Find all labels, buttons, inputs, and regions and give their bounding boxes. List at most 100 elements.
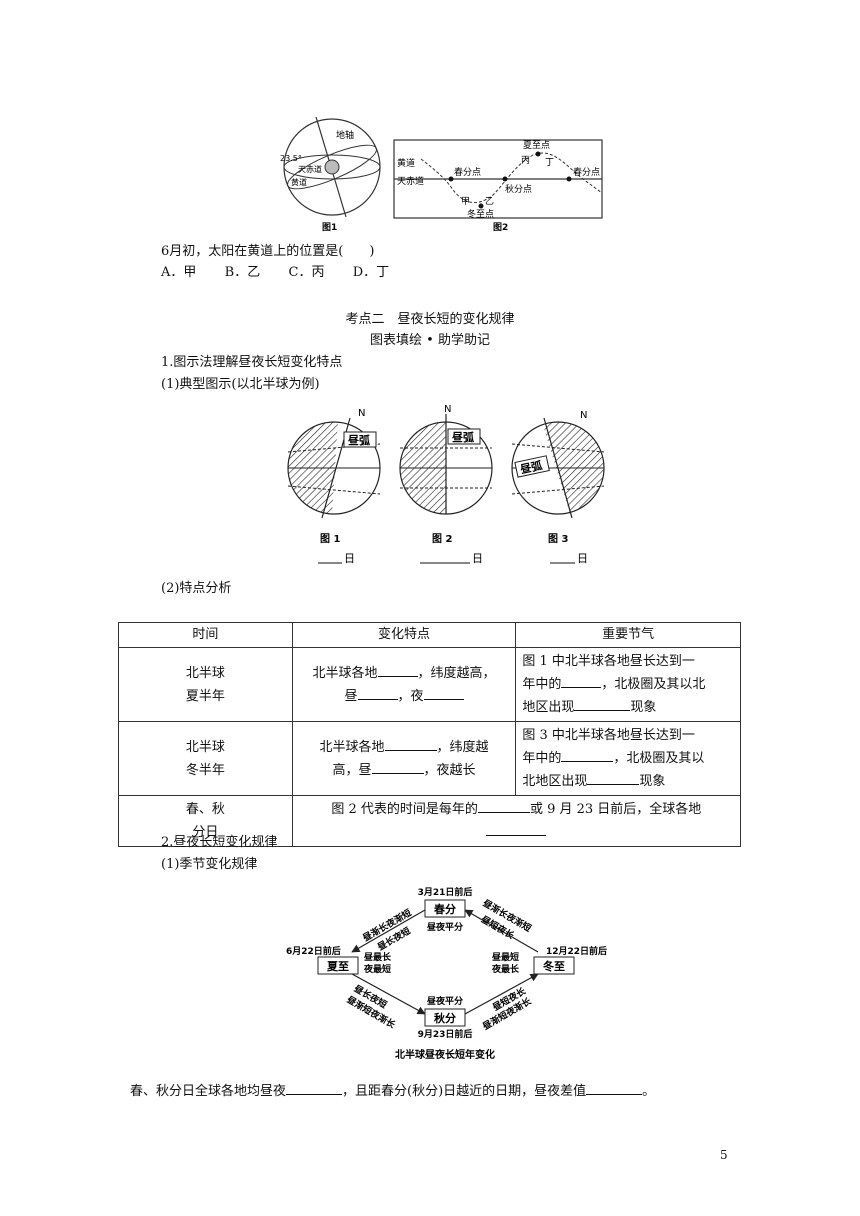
graph-ding: 丁 bbox=[545, 158, 554, 168]
graph-jia: 甲 bbox=[461, 196, 470, 207]
blank[interactable] bbox=[477, 798, 530, 813]
table-row: 春、秋分日 图 2 代表的时间是每年的 或 9 月 23 日前后，全球各地 bbox=[118, 795, 742, 847]
globe3-day: 日 bbox=[577, 552, 588, 565]
autumn-node: 秋分 bbox=[434, 1011, 456, 1025]
figure-season-cycle: 3月21日前后 春分 昼夜平分 6月22日前后 夏至 昼最长 夜最短 12月22… bbox=[286, 886, 607, 1061]
row1-feat-d: ，夜 bbox=[397, 688, 424, 704]
conclusion-b: ，且距春分(秋分)日越近的日期，昼夜差值 bbox=[342, 1084, 587, 1099]
cycle-caption: 北半球昼夜长短年变化 bbox=[395, 1048, 495, 1061]
item-2-1: (1)季节变化规律 bbox=[161, 857, 258, 872]
blank[interactable] bbox=[574, 696, 631, 711]
row1-time-b: 夏半年 bbox=[185, 688, 225, 704]
section-subtitle: 图表填绘 • 助学助记 bbox=[370, 333, 490, 348]
row2-term-e: 现象 bbox=[639, 774, 666, 789]
row1-time-a: 北半球 bbox=[185, 665, 225, 681]
row2-term-b: 年中的 bbox=[522, 751, 562, 766]
option-b[interactable]: B．乙 bbox=[224, 265, 261, 280]
globe2-arc-label: 昼弧 bbox=[451, 430, 474, 444]
winter-note2: 夜最长 bbox=[491, 963, 520, 975]
winter-node: 冬至 bbox=[543, 959, 565, 973]
header-time: 时间 bbox=[118, 622, 293, 648]
globe2-north: N bbox=[444, 404, 451, 415]
graph-spring2: 春分点 bbox=[573, 166, 600, 178]
blank[interactable] bbox=[357, 685, 398, 700]
option-c[interactable]: C．丙 bbox=[288, 265, 325, 280]
row2-term-a: 图 3 中北半球各地昼长达到一 bbox=[522, 728, 695, 743]
spring-date: 3月21日前后 bbox=[418, 886, 473, 898]
axis-label: 地轴 bbox=[336, 129, 354, 141]
sphere-caption: 图1 bbox=[322, 222, 337, 233]
globe2-caption: 图 2 bbox=[432, 533, 452, 545]
blank[interactable] bbox=[561, 673, 602, 688]
blank[interactable] bbox=[371, 759, 424, 774]
row1-term-a: 图 1 中北半球各地昼长达到一 bbox=[522, 654, 695, 669]
question-stem: 6月初，太阳在黄道上的位置是( ) bbox=[161, 244, 375, 259]
conclusion-c: 。 bbox=[642, 1084, 656, 1099]
item-1-1: (1)典型图示(以北半球为例) bbox=[161, 377, 320, 392]
globe3-caption: 图 3 bbox=[548, 533, 568, 545]
row2-term-d: 北地区出现 bbox=[522, 774, 588, 789]
item-2: 2.昼夜长短变化规律 bbox=[161, 835, 278, 850]
conclusion: 春、秋分日全球各地均昼夜，且距春分(秋分)日越近的日期，昼夜差值。 bbox=[130, 1080, 655, 1101]
blank[interactable] bbox=[286, 1080, 343, 1095]
spring-node: 春分 bbox=[434, 902, 456, 916]
autumn-date: 9月23日前后 bbox=[418, 1028, 473, 1040]
autumn-note: 昼夜平分 bbox=[427, 995, 463, 1007]
blank[interactable] bbox=[486, 821, 547, 836]
globe1-caption: 图 1 bbox=[320, 533, 340, 545]
figure-celestial-sphere: 地轴 天赤道 黄道 23.5° 图1 bbox=[280, 116, 381, 233]
blank[interactable] bbox=[587, 770, 640, 785]
winter-date: 12月22日前后 bbox=[546, 945, 607, 957]
question-options: A．甲 B．乙 C．丙 D．丁 bbox=[161, 264, 389, 282]
row1-term-e: 现象 bbox=[630, 700, 657, 715]
row3-time-a: 春、秋 bbox=[185, 802, 225, 817]
graph-bing: 丙 bbox=[521, 155, 530, 166]
row3-time-b: 分日 bbox=[192, 825, 219, 840]
row3-text-a: 图 2 代表的时间是每年的 bbox=[331, 802, 478, 817]
blank[interactable] bbox=[377, 662, 418, 677]
arrow-winter-spring bbox=[464, 909, 539, 953]
globe3-arc-label: 昼弧 bbox=[518, 458, 543, 476]
graph-equator: 天赤道 bbox=[397, 175, 424, 187]
globe3-north: N bbox=[580, 410, 587, 421]
row1-term-c: ，北极圈及其以北 bbox=[601, 677, 706, 692]
graph-caption: 图2 bbox=[493, 222, 508, 233]
row1-feat-b: ，纬度越高， bbox=[417, 665, 496, 681]
blank[interactable] bbox=[586, 1080, 643, 1095]
row1-feat-a: 北半球各地 bbox=[312, 665, 378, 681]
celestial-equator-label: 天赤道 bbox=[298, 164, 322, 174]
option-a[interactable]: A．甲 bbox=[161, 265, 197, 280]
graph-yi: 乙 bbox=[485, 196, 494, 207]
blank[interactable] bbox=[561, 747, 614, 762]
item-1: 1.图示法理解昼夜长短变化特点 bbox=[161, 355, 343, 370]
globe2-day: 日 bbox=[472, 552, 483, 565]
summer-date: 6月22日前后 bbox=[286, 945, 341, 957]
section-title: 考点二 昼夜长短的变化规律 bbox=[345, 312, 515, 327]
row2-feat-b: ，纬度越 bbox=[436, 739, 489, 755]
winter-note1: 昼最短 bbox=[492, 951, 519, 963]
row1-feat-c: 昼 bbox=[344, 688, 358, 704]
angle-label: 23.5° bbox=[280, 154, 302, 163]
arrow-summer-autumn bbox=[351, 973, 426, 1015]
table-row: 北半球冬半年 北半球各地，纬度越高，昼，夜越长 图 3 中北半球各地昼长达到一年… bbox=[118, 721, 741, 796]
row2-time-b: 冬半年 bbox=[185, 762, 225, 778]
page-number: 5 bbox=[720, 1148, 728, 1162]
row1-term-b: 年中的 bbox=[522, 677, 562, 692]
blank[interactable] bbox=[423, 685, 464, 700]
table-row: 北半球夏半年 北半球各地 ，纬度越高， 昼 ，夜 图 1 中北半球各地昼长达到一年中的… bbox=[118, 647, 741, 722]
ecliptic-label: 黄道 bbox=[291, 177, 307, 187]
row3-text-b: 或 9 月 23 日前后，全球各地 bbox=[529, 802, 702, 817]
summer-node: 夏至 bbox=[327, 960, 349, 973]
blank[interactable] bbox=[384, 736, 437, 751]
table-header-row: 时间 变化特点 重要节气 bbox=[118, 622, 741, 648]
row2-feat-a: 北半球各地 bbox=[319, 739, 385, 755]
spring-note: 昼夜平分 bbox=[427, 921, 463, 933]
summer-note1: 昼最长 bbox=[364, 951, 392, 963]
graph-winter: 冬至点 bbox=[467, 208, 494, 220]
option-d[interactable]: D．丁 bbox=[352, 265, 390, 280]
analysis-table: 时间 变化特点 重要节气 北半球夏半年 北半球各地，纬度越高，昼，夜 图 1 中… bbox=[118, 622, 742, 847]
summer-note2: 夜最短 bbox=[363, 963, 391, 975]
row2-feat-c: 高，昼 bbox=[332, 762, 372, 778]
graph-autumn: 秋分点 bbox=[505, 183, 532, 195]
graph-summer: 夏至点 bbox=[523, 140, 550, 151]
